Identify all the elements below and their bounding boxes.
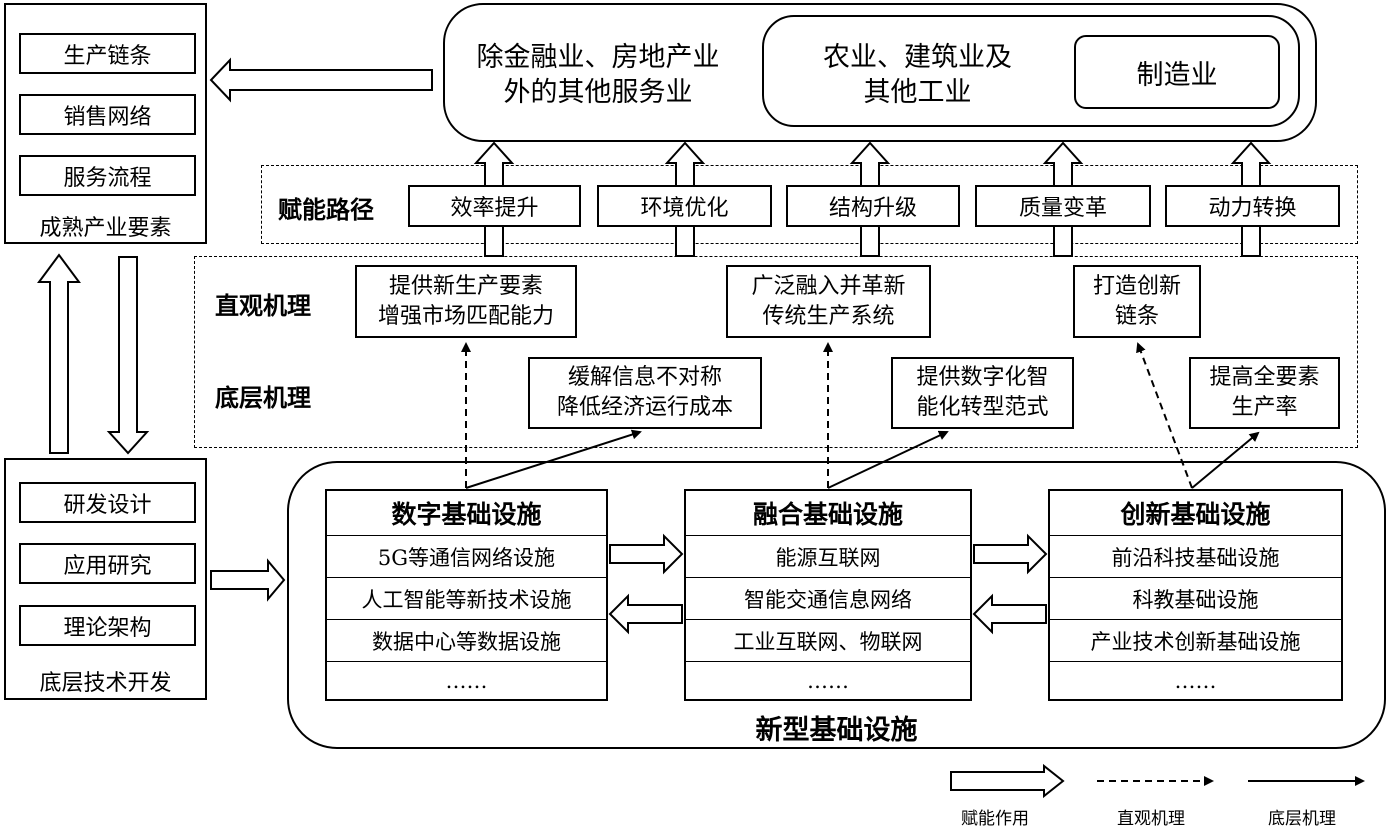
tech-dev-applied-research: 应用研究	[19, 543, 196, 584]
mature-factor-sales-network: 销售网络	[19, 94, 196, 135]
fusion-row-smart-transport: 智能交通信息网络	[686, 577, 970, 619]
underlying-tfp: 提高全要素 生产率	[1189, 357, 1340, 429]
intuitive-integrate-traditional: 广泛融入并革新 传统生产系统	[726, 265, 931, 338]
intuitive-new-factors: 提供新生产要素 增强市场匹配能力	[355, 265, 577, 338]
path-structure: 结构升级	[786, 185, 960, 227]
solid-arrow-innovation	[1191, 431, 1260, 489]
digital-row-datacenter: 数据中心等数据设施	[327, 619, 606, 661]
mechanisms-region	[194, 256, 1358, 448]
tech-dev-panel: 研发设计 应用研究 理论架构 底层技术开发	[4, 458, 207, 700]
fusion-row-energy-internet: 能源互联网	[686, 535, 970, 577]
industry-manufacturing: 制造业	[1074, 35, 1280, 109]
enabling-paths-region	[261, 165, 1358, 244]
tech-dev-caption: 底层技术开发	[39, 671, 172, 696]
innovation-infrastructure-table: 创新基础设施 前沿科技基础设施 科教基础设施 产业技术创新基础设施 ……	[1048, 489, 1343, 701]
digital-row-ai: 人工智能等新技术设施	[327, 577, 606, 619]
digital-infrastructure-title: 数字基础设施	[391, 500, 542, 529]
legend-intuitive-label: 直观机理	[1117, 809, 1185, 829]
hollow-arrow-down-left	[106, 256, 150, 455]
innovation-row-ellipsis: ……	[1050, 661, 1341, 699]
hollow-arrow-fusion-to-digital	[608, 593, 683, 635]
mature-factor-service-process: 服务流程	[19, 155, 196, 196]
underlying-digital-paradigm: 提供数字化智 能化转型范式	[891, 357, 1074, 429]
intuitive-innovation-chain: 打造创新 链条	[1073, 265, 1201, 338]
dashed-arrow-innovation	[1136, 342, 1193, 489]
hollow-arrow-to-mature	[209, 57, 433, 103]
path-dynamics: 动力转换	[1165, 185, 1340, 227]
new-infrastructure-title: 新型基础设施	[755, 715, 918, 746]
hollow-arrow-digital-to-fusion	[609, 533, 684, 575]
hollow-arrow-fusion-to-innovation	[973, 533, 1048, 575]
solid-arrow-digital	[465, 429, 642, 489]
legend-enabling-label: 赋能作用	[961, 809, 1029, 829]
mature-factors-caption: 成熟产业要素	[39, 216, 172, 241]
hollow-arrow-innovation-to-fusion	[972, 593, 1047, 635]
fusion-row-industrial-iot: 工业互联网、物联网	[686, 619, 970, 661]
legend-underlying-label: 底层机理	[1268, 809, 1336, 829]
legend-hollow-arrow-icon	[950, 763, 1065, 799]
industry-other-services: 除金融业、房地产业 外的其他服务业	[476, 42, 720, 108]
digital-infrastructure-table: 数字基础设施 5G等通信网络设施 人工智能等新技术设施 数据中心等数据设施 ……	[325, 489, 608, 701]
industry-agri-construction: 农业、建筑业及 其他工业	[823, 42, 1012, 108]
path-efficiency: 效率提升	[408, 185, 581, 227]
mature-factors-panel: 生产链条 销售网络 服务流程 成熟产业要素	[4, 3, 207, 244]
path-environment: 环境优化	[597, 185, 772, 227]
solid-arrow-fusion	[827, 430, 949, 489]
enabling-paths-label: 赋能路径	[278, 196, 374, 224]
innovation-row-industry-tech: 产业技术创新基础设施	[1050, 619, 1341, 661]
underlying-info-asymmetry: 缓解信息不对称 降低经济运行成本	[528, 357, 762, 429]
hollow-arrow-to-infrastructure	[210, 558, 286, 602]
intuitive-mechanism-label: 直观机理	[215, 292, 311, 320]
fusion-infrastructure-table: 融合基础设施 能源互联网 智能交通信息网络 工业互联网、物联网 ……	[684, 489, 972, 701]
underlying-mechanism-label: 底层机理	[215, 384, 311, 412]
tech-dev-rd-design: 研发设计	[19, 482, 196, 523]
path-quality: 质量变革	[975, 185, 1151, 227]
tech-dev-theory-framework: 理论架构	[19, 605, 196, 646]
digital-row-ellipsis: ……	[327, 661, 606, 699]
mature-factor-production-chain: 生产链条	[19, 33, 196, 74]
innovation-row-education: 科教基础设施	[1050, 577, 1341, 619]
fusion-infrastructure-title: 融合基础设施	[752, 500, 903, 529]
innovation-infrastructure-title: 创新基础设施	[1120, 500, 1271, 529]
fusion-row-ellipsis: ……	[686, 661, 970, 699]
hollow-arrow-up-left	[37, 253, 81, 454]
digital-row-5g: 5G等通信网络设施	[327, 535, 606, 577]
innovation-row-frontier: 前沿科技基础设施	[1050, 535, 1341, 577]
